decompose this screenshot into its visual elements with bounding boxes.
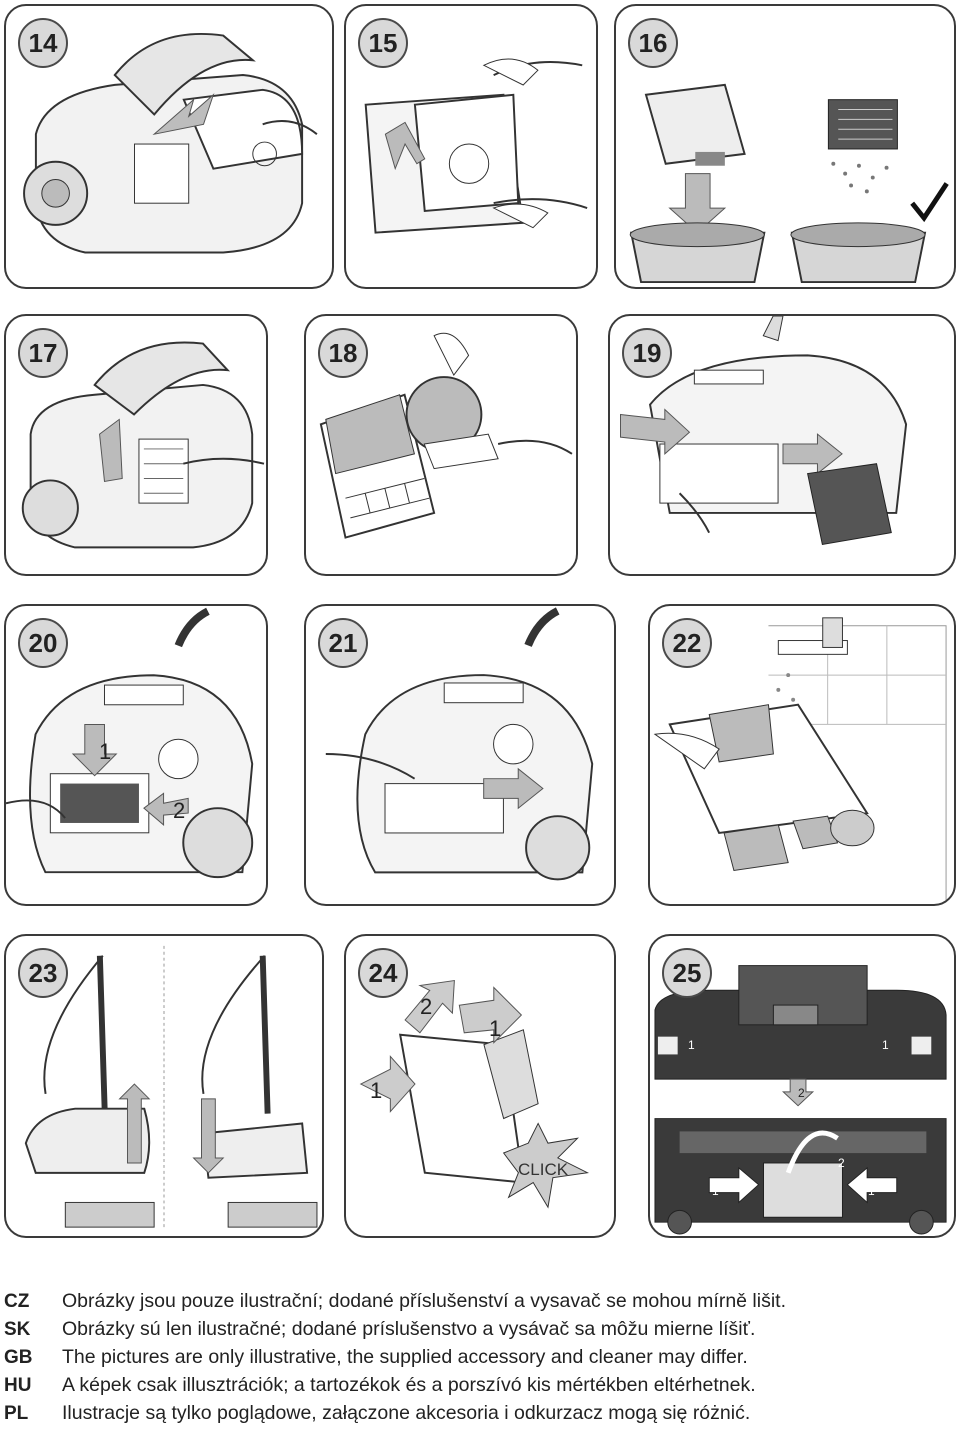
step-number-badge: 19 (622, 328, 672, 378)
bag-insert-click-illustration (359, 980, 590, 1209)
arrow-label-2: 2 (798, 1086, 805, 1100)
note-text: Ilustracje są tylko poglądowe, załączone… (62, 1402, 751, 1424)
step-number-badge: 24 (358, 948, 408, 998)
arrow-label-2: 2 (173, 798, 186, 823)
disclaimer-notes: CZ Obrázky jsou pouze ilustrační; dodané… (4, 1290, 954, 1430)
panel-15: 15 (344, 4, 598, 289)
note-text: Obrázky jsou pouze ilustrační; dodané př… (62, 1290, 787, 1312)
click-label: CLICK (518, 1160, 569, 1179)
washing-filter-illustration (653, 617, 947, 903)
step-number-badge: 17 (18, 328, 68, 378)
step-number-badge: 15 (358, 18, 408, 68)
panel-18: 18 (304, 314, 578, 576)
arrow-label-2: 2 (838, 1156, 845, 1170)
panel-20: 20 1 2 (4, 604, 268, 906)
arrow-label-1: 1 (370, 1078, 383, 1103)
step-number-badge: 21 (318, 618, 368, 668)
language-code: CZ (4, 1291, 30, 1312)
panel-16: 16 (614, 4, 956, 289)
arrow-label-1: 1 (882, 1038, 889, 1052)
vacuum-parking-positions-illustration (24, 945, 318, 1228)
note-row-hu: HU A képek csak illusztrációk; a tartozé… (4, 1374, 954, 1402)
arrow-label-1: 1 (99, 739, 112, 764)
arrow-label-1: 1 (489, 1016, 502, 1041)
panel-14: 14 (4, 4, 334, 289)
step-number-badge: 14 (18, 18, 68, 68)
arrow-label-1: 1 (868, 1184, 875, 1198)
panel-25: 25 1 1 2 2 1 1 (648, 934, 956, 1238)
panel-22: 22 (648, 604, 956, 906)
dispose-bag-and-filter-illustration (629, 83, 949, 284)
panel-21: 21 (304, 604, 616, 906)
filter-insert-illustration (325, 607, 594, 881)
language-code: GB (4, 1347, 33, 1368)
step-number-badge: 18 (318, 328, 368, 378)
language-code: HU (4, 1375, 32, 1396)
language-code: SK (4, 1319, 31, 1340)
floor-nozzle-illustration (654, 965, 947, 1235)
language-code: PL (4, 1403, 29, 1424)
arrow-label-2: 2 (420, 994, 433, 1019)
panel-19: 19 (608, 314, 956, 576)
panel-23: 23 (4, 934, 324, 1238)
step-number-badge: 23 (18, 948, 68, 998)
note-row-gb: GB The pictures are only illustrative, t… (4, 1346, 954, 1374)
vacuum-open-lid-illustration (23, 32, 318, 254)
bag-removal-illustration (364, 58, 588, 234)
arrow-label-1: 1 (688, 1038, 695, 1052)
motor-filter-removal-illustration (21, 341, 265, 549)
note-row-pl: PL Ilustracje są tylko poglądowe, załącz… (4, 1402, 954, 1430)
step-number-badge: 22 (662, 618, 712, 668)
filter-disassembly-illustration (319, 332, 573, 539)
arrow-label-1: 1 (712, 1184, 719, 1198)
vacuum-front-filter-illustration (6, 607, 254, 879)
note-row-cz: CZ Obrázky jsou pouze ilustrační; dodané… (4, 1290, 954, 1318)
panel-17: 17 (4, 314, 268, 576)
step-number-badge: 16 (628, 18, 678, 68)
note-text: The pictures are only illustrative, the … (62, 1346, 748, 1368)
note-text: Obrázky sú len ilustračné; dodané príslu… (62, 1318, 756, 1340)
exhaust-filter-removal-illustration (620, 316, 908, 546)
step-number-badge: 25 (662, 948, 712, 998)
panel-24: 24 2 1 1 CLICK (344, 934, 616, 1238)
note-text: A képek csak illusztrációk; a tartozékok… (62, 1374, 756, 1396)
note-row-sk: SK Obrázky sú len ilustračné; dodané prí… (4, 1318, 954, 1346)
step-number-badge: 20 (18, 618, 68, 668)
